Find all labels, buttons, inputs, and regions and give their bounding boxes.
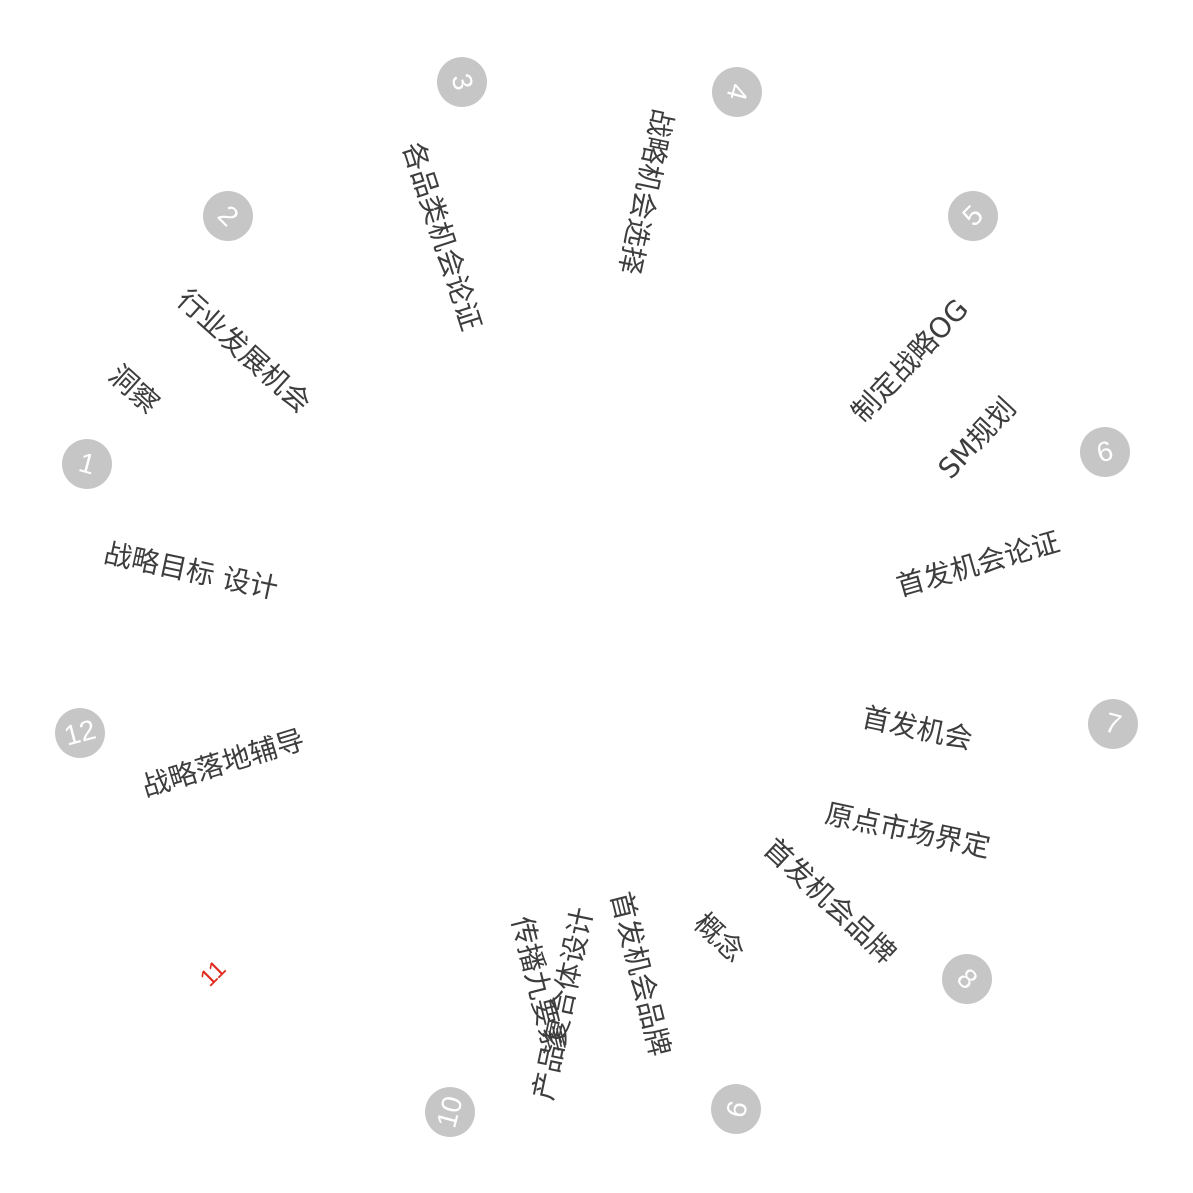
step-11-number: 11 xyxy=(194,955,232,993)
step-6-number: 6 xyxy=(1093,434,1117,469)
step-12-label: 战略落地辅导 xyxy=(137,722,309,804)
step-4-number: 4 xyxy=(720,80,755,104)
step-5-number: 5 xyxy=(956,199,990,233)
step-10-number: 10 xyxy=(430,1092,469,1131)
step-7-number: 7 xyxy=(1101,706,1125,741)
step-8-badge: 8 xyxy=(931,943,1003,1015)
step-10-badge: 10 xyxy=(419,1081,481,1143)
step-6-label: 首发机会论证 xyxy=(892,525,1064,604)
step-2-label: 行业发展机会 洞察 xyxy=(102,282,318,421)
step-5-badge: 5 xyxy=(937,180,1009,252)
step-2-badge: 2 xyxy=(192,180,264,252)
step-12-badge: 12 xyxy=(49,702,111,764)
step-2-number: 2 xyxy=(211,199,245,233)
step-4-badge: 4 xyxy=(706,61,768,123)
step-12-number: 12 xyxy=(60,713,99,752)
step-4-label: 战略机会选择 xyxy=(612,106,680,278)
step-9-number: 9 xyxy=(719,1097,754,1121)
step-3-badge: 3 xyxy=(431,51,493,113)
step-3-label: 各品类机会论证 xyxy=(395,138,488,335)
step-8-number: 8 xyxy=(950,962,984,996)
step-3-number: 3 xyxy=(445,70,480,94)
step-7-badge: 7 xyxy=(1082,693,1144,755)
